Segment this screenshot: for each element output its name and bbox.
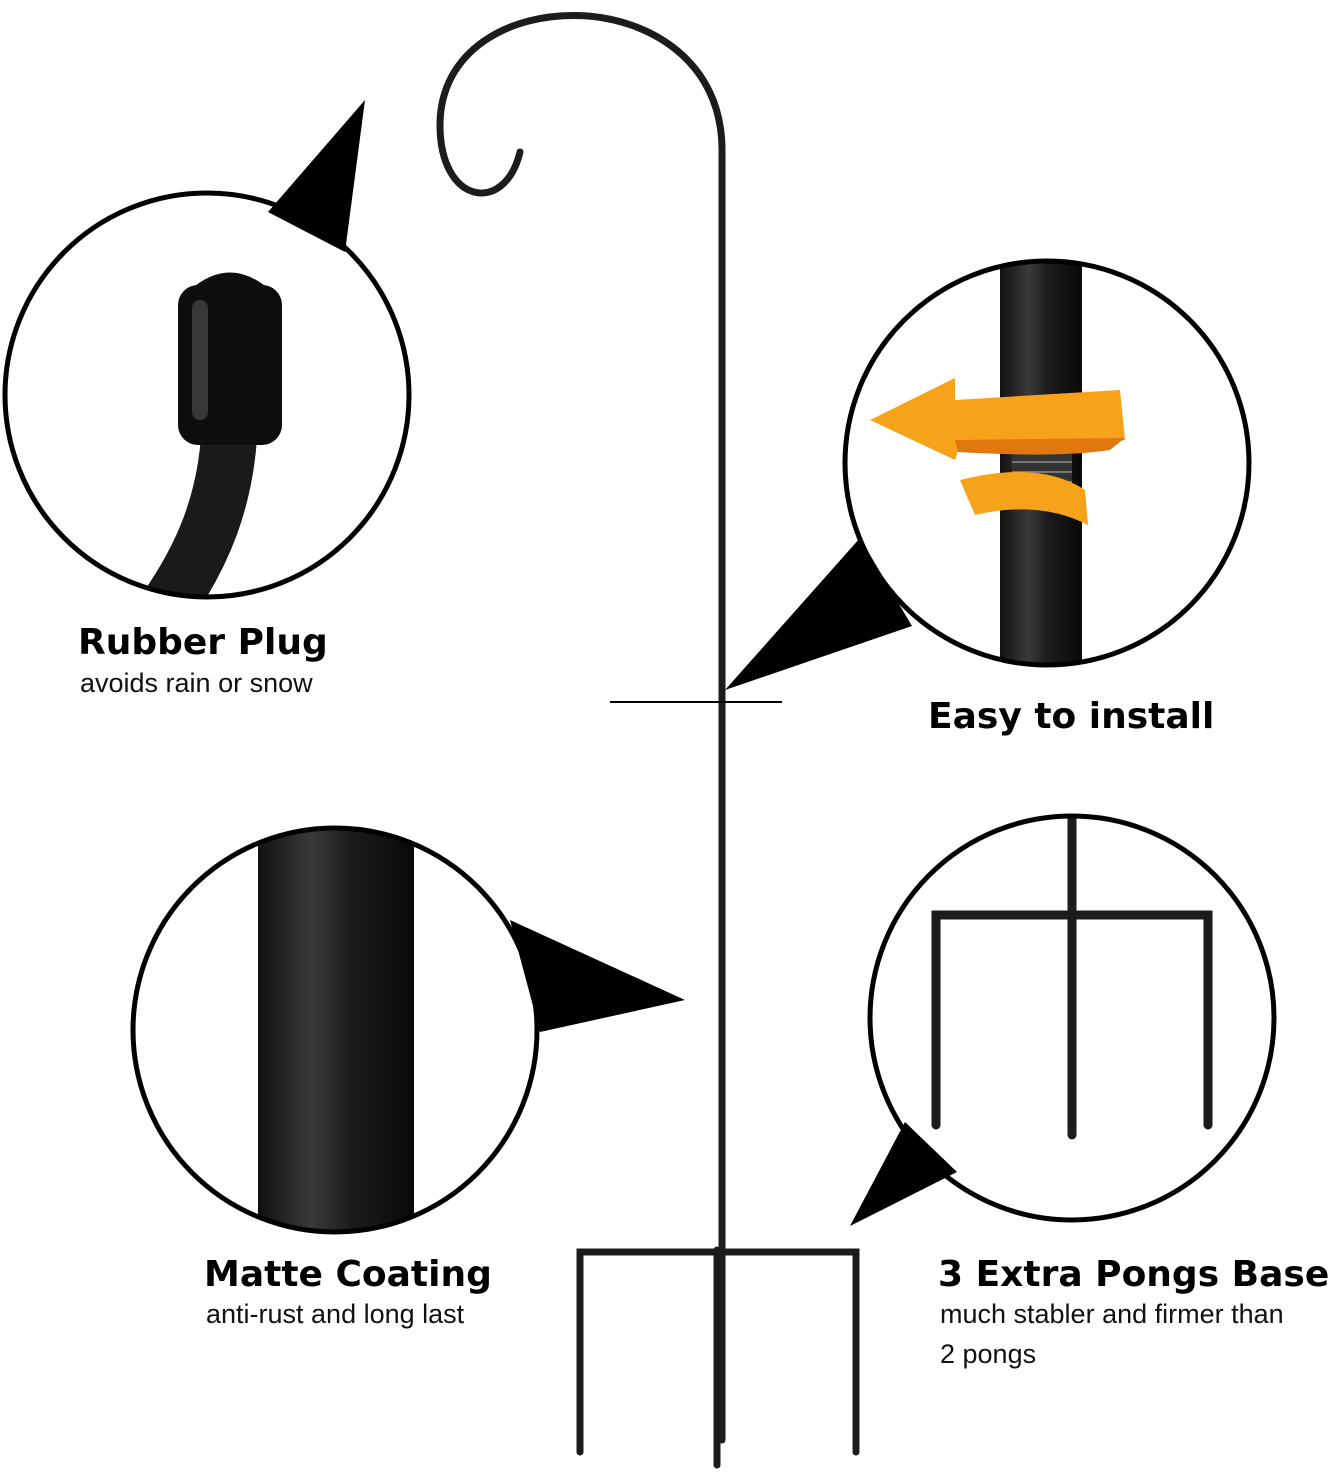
callout-pointer (268, 100, 365, 252)
feature-description: anti-rust and long last (206, 1299, 465, 1329)
feature-title: Matte Coating (204, 1254, 492, 1295)
callout-pointer (510, 920, 685, 1032)
feature-description: avoids rain or snow (80, 668, 313, 698)
easy-install-detail (842, 258, 1252, 668)
rotate-arrow-icon (960, 472, 1088, 525)
callout-pointer (850, 1122, 957, 1226)
rubber-plug-detail (2, 190, 412, 600)
feature-description: much stabler and firmer than (940, 1299, 1284, 1329)
pongs-base-detail (867, 813, 1277, 1223)
feature-title: Rubber Plug (78, 622, 328, 663)
callout-pointer (725, 538, 912, 690)
feature-description: 2 pongs (940, 1339, 1036, 1369)
shepherd-hook (436, 11, 860, 1469)
matte-coating-detail (130, 825, 540, 1235)
feature-title: 3 Extra Pongs Base (938, 1254, 1329, 1295)
feature-title: Easy to install (928, 696, 1214, 737)
